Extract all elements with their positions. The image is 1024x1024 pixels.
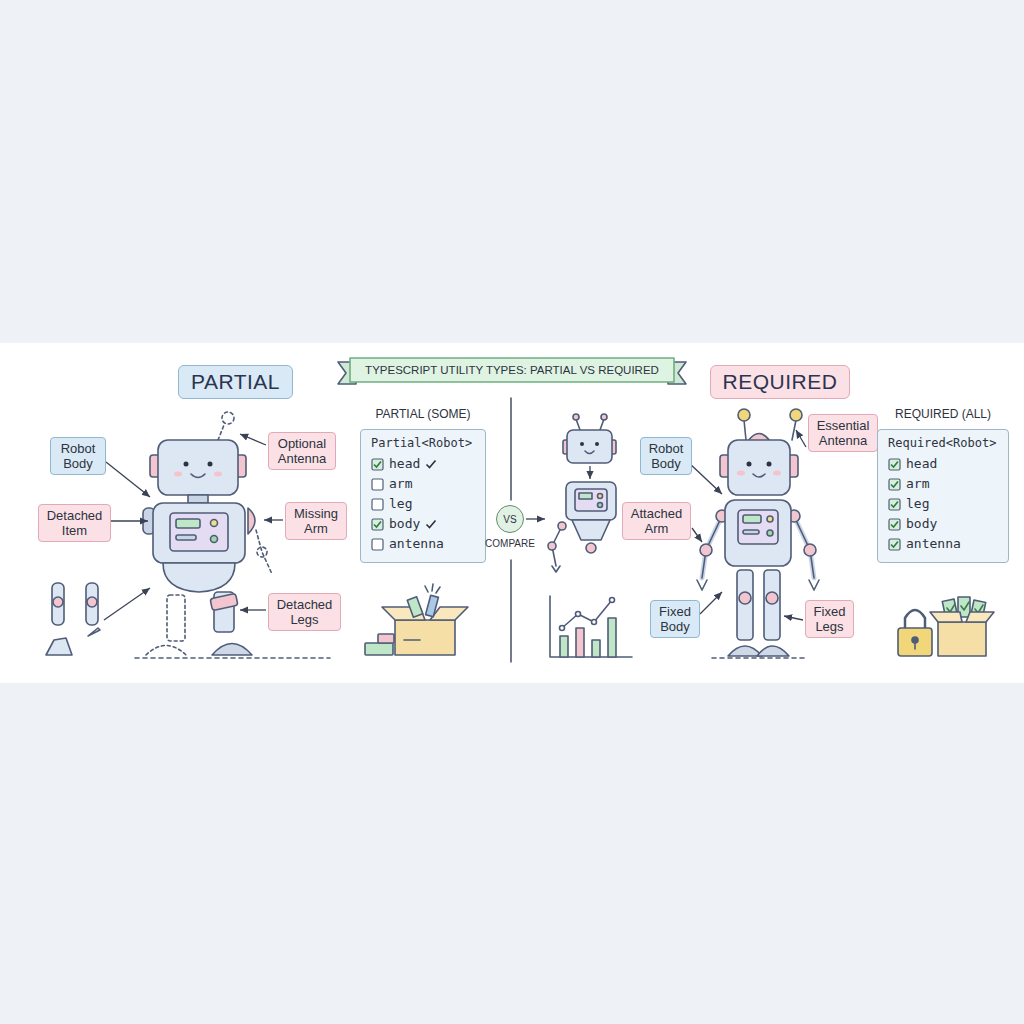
vs-text: VS (496, 505, 524, 533)
checkbox (888, 498, 901, 511)
checkbox (888, 458, 901, 471)
callout-label: Fixed Body (650, 600, 700, 638)
label-text: Robot Body (57, 441, 99, 471)
checkbox (888, 518, 901, 531)
property-name: head (389, 454, 420, 474)
callout-label: Fixed Legs (805, 600, 854, 638)
property-name: antenna (389, 534, 444, 554)
label-text: Optional Antenna (275, 436, 329, 466)
type-panel: REQUIRED (ALL) Required<Robot> headarmlegb… (877, 407, 1009, 563)
label-text: Attached Arm (629, 506, 684, 536)
property-row: head (888, 454, 1000, 474)
label-text: Fixed Legs (812, 604, 847, 634)
callout-label: Robot Body (50, 437, 106, 475)
property-row: arm (371, 474, 477, 494)
callout-label: Attached Arm (622, 502, 691, 540)
checkbox (371, 518, 384, 531)
compare-text: COMPARE (480, 538, 540, 549)
label-text: Detached Item (45, 508, 104, 538)
property-row: body (371, 514, 477, 534)
type-name: Required<Robot> (888, 436, 1000, 450)
callout-label: Essential Antenna (808, 414, 878, 452)
panel-heading: PARTIAL (SOME) (360, 407, 486, 421)
property-name: body (389, 514, 420, 534)
compare-badge: VS COMPARE (480, 505, 540, 549)
label-text: Fixed Body (657, 604, 693, 634)
type-tag: REQUIRED (710, 365, 850, 399)
panel-heading: REQUIRED (ALL) (877, 407, 1009, 421)
checkbox (371, 458, 384, 471)
check-mark (425, 458, 437, 470)
checkbox (888, 478, 901, 491)
label-text: PARTIAL (191, 370, 280, 394)
property-name: antenna (906, 534, 961, 554)
property-row: antenna (371, 534, 477, 554)
property-row: leg (371, 494, 477, 514)
callout-label: Missing Arm (285, 502, 347, 540)
property-row: leg (888, 494, 1000, 514)
checkbox (371, 478, 384, 491)
property-name: arm (906, 474, 929, 494)
checkbox (371, 498, 384, 511)
checkbox (888, 538, 901, 551)
label-text: Missing Arm (292, 506, 340, 536)
property-name: head (906, 454, 937, 474)
type-name: Partial<Robot> (371, 436, 477, 450)
callout-label: Optional Antenna (268, 432, 336, 470)
type-tag: PARTIAL (178, 365, 293, 399)
property-name: arm (389, 474, 412, 494)
diagram-title: TYPESCRIPT UTILITY TYPES: PARTIAL VS REQ… (360, 362, 664, 378)
label-text: Essential Antenna (815, 418, 871, 448)
label-text: Robot Body (647, 441, 685, 471)
check-mark (425, 518, 437, 530)
property-name: leg (389, 494, 412, 514)
property-row: antenna (888, 534, 1000, 554)
property-row: head (371, 454, 477, 474)
type-panel: PARTIAL (SOME) Partial<Robot> headarmlegbo… (360, 407, 486, 563)
callout-label: Detached Legs (268, 593, 341, 631)
panel-frame: Required<Robot> headarmlegbodyantenna (877, 429, 1009, 563)
label-text: Detached Legs (275, 597, 334, 627)
checkbox (371, 538, 384, 551)
callout-label: Robot Body (640, 437, 692, 475)
property-row: arm (888, 474, 1000, 494)
property-name: leg (906, 494, 929, 514)
panel-frame: Partial<Robot> headarmlegbodyantenna (360, 429, 486, 563)
property-name: body (906, 514, 937, 534)
label-text: REQUIRED (723, 370, 838, 394)
property-row: body (888, 514, 1000, 534)
callout-label: Detached Item (38, 504, 111, 542)
